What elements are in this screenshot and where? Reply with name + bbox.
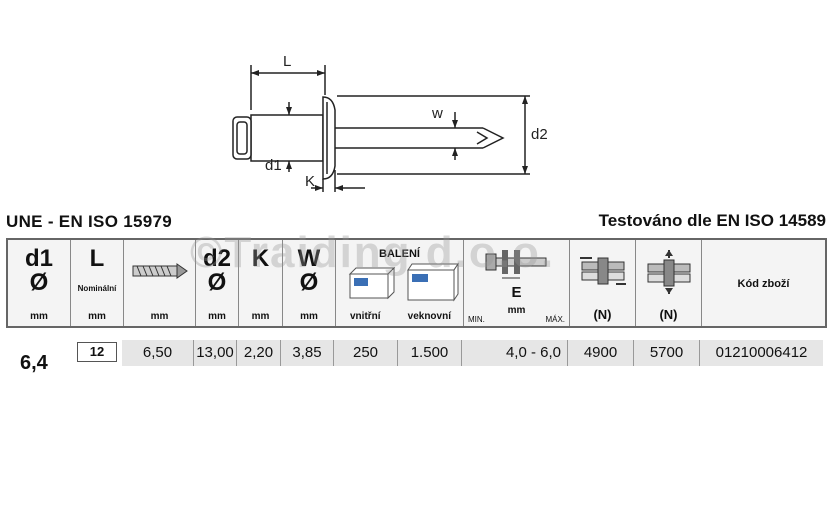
L-unit: mm <box>88 311 106 322</box>
E-symbol: E <box>511 284 522 301</box>
packing-inner-label: vnitřní <box>350 311 381 322</box>
row-d1: 6,4 <box>20 352 48 374</box>
phi-icon: Ø <box>207 269 227 296</box>
col-drill: mm <box>124 240 196 326</box>
L-note: Nominální <box>77 284 117 293</box>
watermark: ©Traiding d.o.o. <box>190 228 556 277</box>
row-outer: 1.500 <box>398 340 462 366</box>
label-d1: d1 <box>265 157 282 174</box>
col-shear: (N) <box>570 240 636 326</box>
d2-symbol: d2 <box>202 245 231 272</box>
col-K: K mm <box>239 240 283 326</box>
drill-unit: mm <box>150 311 169 322</box>
row-drill: 6,50 <box>122 340 194 366</box>
K-unit: mm <box>251 311 270 322</box>
row-tensile: 5700 <box>634 340 700 366</box>
label-L: L <box>283 53 291 70</box>
label-d2: d2 <box>531 126 548 143</box>
W-unit: mm <box>300 311 318 322</box>
col-d2: d2 Ø mm <box>196 240 239 326</box>
E-min: MIN. <box>468 315 485 324</box>
phi-icon: Ø <box>299 269 319 296</box>
E-unit: mm <box>507 305 526 316</box>
row-d2: 13,00 <box>194 340 237 366</box>
W-symbol: W <box>297 245 321 272</box>
standard-title: UNE - EN ISO 15979 <box>6 212 173 231</box>
row-L: 12 <box>77 342 117 362</box>
col-E: E mm MIN. MÁX. <box>464 240 570 326</box>
d1-symbol: d1 <box>24 245 53 272</box>
row-shear: 4900 <box>568 340 634 366</box>
label-w: w <box>431 105 443 122</box>
d1-unit: mm <box>30 311 48 322</box>
tensile-unit: (N) <box>659 307 678 322</box>
shear-unit: (N) <box>593 307 612 322</box>
col-d1: d1 Ø mm <box>8 240 71 326</box>
col-code: Kód zboží <box>702 240 825 326</box>
grip-range-icon <box>485 250 546 279</box>
row-W: 3,85 <box>281 340 334 366</box>
row-K: 2,20 <box>237 340 281 366</box>
shear-force-icon <box>579 257 626 285</box>
col-packing: BALENÍ vnitřní veknovní <box>336 240 464 326</box>
packing-outer-label: veknovní <box>407 311 451 322</box>
spec-header: d1 Ø mm L Nominální mm mm d2 Ø mm K mm W… <box>6 238 827 328</box>
phi-icon: Ø <box>29 269 49 296</box>
E-max: MÁX. <box>545 315 565 324</box>
col-tensile: (N) <box>636 240 702 326</box>
d2-unit: mm <box>208 311 226 322</box>
K-symbol: K <box>251 245 270 272</box>
box-icon <box>348 262 459 302</box>
row-code: 01210006412 <box>700 340 823 366</box>
col-W: W Ø mm <box>283 240 336 326</box>
L-symbol: L <box>89 245 105 272</box>
label-K: K <box>305 173 315 190</box>
tested-title: Testováno dle EN ISO 14589 <box>598 211 826 230</box>
rivet-icon <box>132 263 188 279</box>
row-E: 4,0 - 6,0 <box>462 340 568 366</box>
row-inner: 250 <box>334 340 398 366</box>
table-row: 12 6,50 13,00 2,20 3,85 250 1.500 4,0 - … <box>6 340 827 366</box>
tensile-force-icon <box>647 250 690 294</box>
packing-title: BALENÍ <box>379 248 420 260</box>
col-L: L Nominální mm <box>71 240 124 326</box>
rivet-drawing: L w d2 d1 K <box>232 53 548 192</box>
code-title: Kód zboží <box>737 278 790 290</box>
